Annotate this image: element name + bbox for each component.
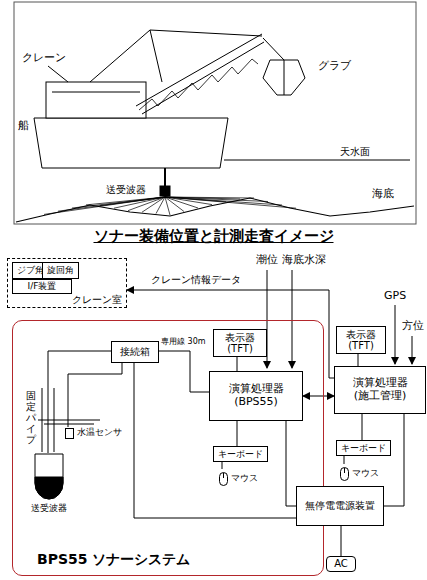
mouse-symbol: [219, 472, 229, 488]
part-label: 送受波器: [106, 184, 146, 196]
beam-line: [142, 197, 165, 212]
transducer: 送受波器: [29, 453, 69, 537]
water-line: [44, 424, 94, 425]
part-label: 方位: [402, 320, 424, 333]
node-text: 接続箱: [118, 346, 152, 358]
a-frame: [90, 30, 162, 82]
leader-line: [48, 66, 68, 82]
grab-split: [284, 60, 285, 95]
node-text: 無停電電源装置: [303, 500, 377, 512]
junction-box: 接続箱: [111, 341, 159, 363]
angle-box: 旋回角: [42, 262, 79, 279]
node-text: 送受波器: [29, 503, 69, 513]
part-label: 船: [18, 120, 29, 133]
water-line: [38, 420, 100, 421]
node-text: 演算処理器 (BPS55): [210, 383, 302, 408]
node-text: キーボード: [216, 449, 265, 459]
node-text: マウス: [231, 473, 258, 483]
connector: [341, 526, 342, 556]
edge-label: 専用線 30m: [160, 337, 207, 346]
processor-box: 演算処理器 (施工管理): [334, 366, 426, 414]
connector: [358, 354, 359, 366]
connector: [303, 396, 334, 397]
boom-cable: [150, 30, 262, 36]
illustration-frame: [14, 2, 416, 224]
node-text: 旋回角: [45, 265, 76, 275]
water-line: [224, 160, 410, 161]
grab-wire: [263, 38, 284, 60]
part-label: 海底水深: [282, 254, 326, 267]
seabed-line: [16, 198, 414, 222]
crane-house: [46, 82, 146, 118]
system-group: BPS55 ソナーシステム 送受波器 水温センサ 接続箱 表示器 (TFT) 演算処理器 …: [12, 320, 324, 576]
fixed-pipe: [54, 388, 55, 452]
power-box: AC: [326, 556, 356, 572]
part-label: 潮位: [256, 254, 278, 267]
house-line: [52, 92, 140, 93]
fixed-pipe: [42, 388, 43, 452]
mouse-icon: マウス: [340, 464, 384, 484]
display-box: 表示器 (TFT): [336, 326, 386, 354]
beam-line: [128, 197, 165, 211]
connector: [362, 414, 363, 440]
connector: [68, 363, 122, 427]
beam-line: [86, 197, 165, 205]
node-text: 表示器 (TFT): [214, 332, 266, 355]
input-line: [412, 336, 413, 364]
crane-room: クレーン室ジブ角旋回角I/F装置: [7, 258, 127, 308]
group-title: BPS55 ソナーシステム: [37, 551, 190, 567]
sensor-symbol: [65, 428, 75, 444]
grab-bucket: [263, 60, 305, 95]
node-text: マウス: [352, 468, 379, 478]
connector: [237, 357, 238, 371]
display-box: 表示器 (TFT): [213, 329, 267, 357]
caption: ソナー装備位置と計測走査イメージ: [0, 228, 427, 245]
beam-line: [165, 197, 170, 215]
crane-ship: [34, 30, 305, 196]
part-label: 天水面: [340, 146, 370, 158]
connector: [384, 414, 404, 506]
vertical-label: 固定パイプ: [26, 390, 36, 445]
node-text: キーボード: [339, 443, 388, 453]
sonar-pipe: [164, 168, 166, 187]
node-text: 水温センサ: [77, 427, 122, 437]
room-title: クレーン室: [72, 294, 122, 306]
node-text: 演算処理器 (施工管理): [335, 377, 425, 402]
ups-box: 無停電電源装置: [296, 486, 384, 526]
part-label: GPS: [384, 290, 406, 303]
transducer-shape: [29, 453, 69, 501]
node-text: I/F装置: [26, 281, 59, 291]
keyboard-box: キーボード: [336, 440, 391, 456]
keyboard-box: キーボード: [213, 446, 268, 462]
interface-box: I/F装置: [12, 279, 72, 294]
part-label: クレーン: [22, 52, 66, 65]
boom-lattice: [139, 59, 258, 110]
lower-wires: [38, 270, 412, 452]
ship-hull: [34, 118, 228, 168]
node-text: AC: [332, 558, 350, 570]
part-label: グラブ: [318, 60, 351, 73]
sonar-transducer: [160, 186, 170, 196]
connector: [222, 462, 223, 469]
sensor: 水温センサ: [65, 427, 129, 441]
beam-line: [165, 197, 184, 212]
connector: [237, 421, 238, 446]
edge-label: クレーン情報データ: [150, 274, 242, 286]
mouse-symbol: [340, 467, 350, 483]
connector: [159, 351, 209, 392]
beam-line: [156, 197, 165, 214]
connector: [127, 290, 334, 378]
part-label: 海底: [372, 188, 394, 201]
beam-line: [165, 197, 296, 208]
input-line: [395, 305, 396, 364]
input-line: [292, 270, 293, 368]
connector: [48, 351, 111, 453]
connector: [286, 421, 296, 506]
processor-box: 演算処理器 (BPS55): [209, 371, 303, 421]
boom-upper: [136, 34, 262, 106]
mouse-icon: マウス: [219, 469, 259, 489]
connector: [344, 456, 345, 464]
node-text: 表示器 (TFT): [337, 329, 385, 352]
